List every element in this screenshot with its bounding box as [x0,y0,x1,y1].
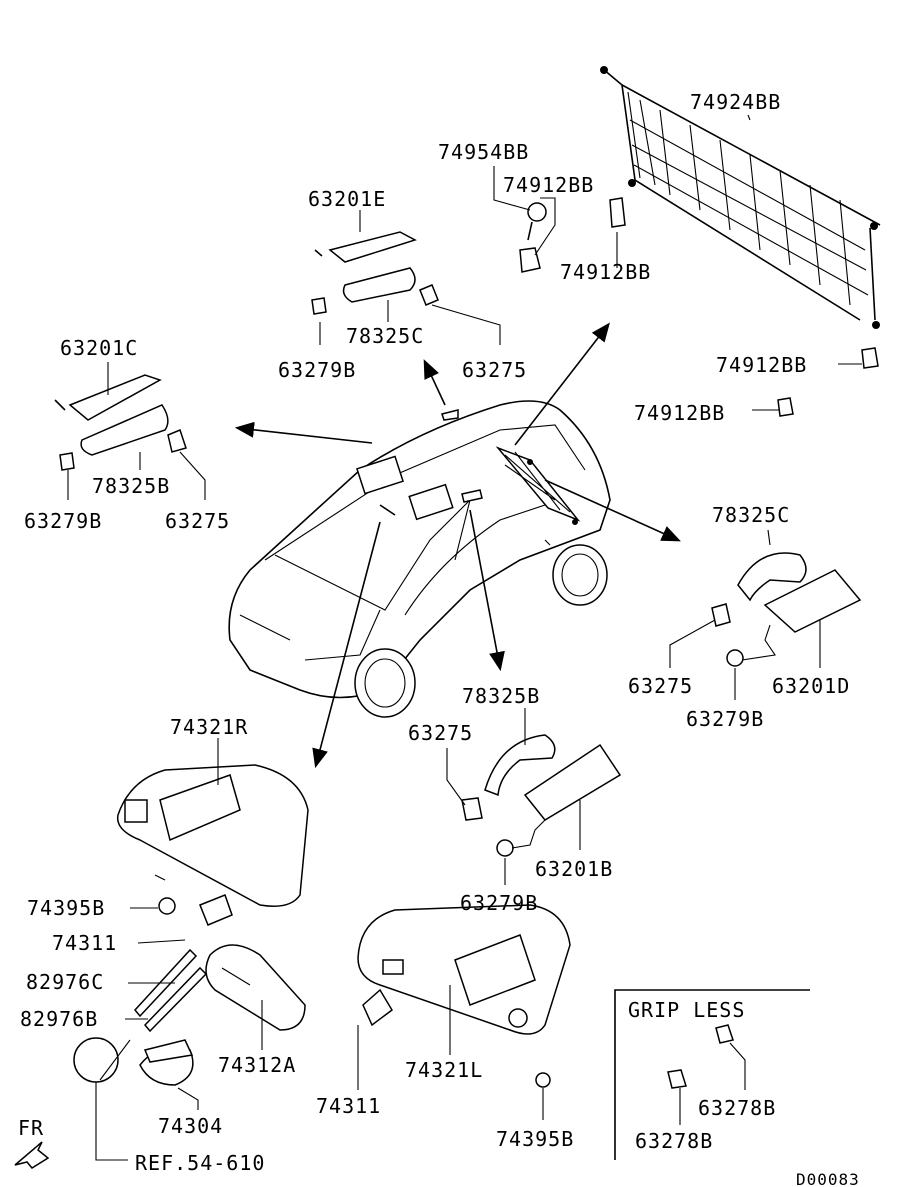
label-74321L: 74321L [405,1058,483,1082]
part-labels: 74924BB 74954BB 74912BB 74912BB 74912BB … [18,90,860,1187]
hook-clips [519,197,879,417]
label-74912BB-c: 74912BB [716,353,807,377]
diagram-code: D00083 [796,1170,860,1187]
label-63201D: 63201D [772,674,850,698]
grip-assembly-top [311,231,439,315]
label-63279B-mid: 63279B [460,891,538,915]
label-63278B-a: 63278B [698,1096,776,1120]
label-63275-mid: 63275 [408,721,473,745]
label-74395B-left: 74395B [27,896,105,920]
label-74954BB: 74954BB [438,140,529,164]
label-63275-right: 63275 [628,674,693,698]
grip-assembly-left [54,374,187,471]
car-body [228,400,611,718]
label-74912BB-b: 74912BB [560,260,651,284]
label-63201E: 63201E [308,187,386,211]
label-82976C: 82976C [26,970,104,994]
label-74912BB-d: 74912BB [634,401,725,425]
front-direction-arrow [14,1141,50,1169]
label-78325C-top: 78325C [346,324,424,348]
label-74311-bottom: 74311 [316,1094,381,1118]
label-78325B-mid: 78325B [462,684,540,708]
label-63201B: 63201B [535,857,613,881]
label-74312A: 74312A [218,1053,296,1077]
label-fr: FR [18,1116,44,1140]
cargo-net-assembly [600,66,881,329]
grip-less-box [614,989,810,1160]
label-74321R: 74321R [170,715,248,739]
sunvisor-left [357,904,571,1088]
label-63279B-top: 63279B [278,358,356,382]
label-63278B-b: 63278B [635,1129,713,1153]
label-grip-less: GRIP LESS [628,998,745,1022]
label-63279B-right: 63279B [686,707,764,731]
label-78325B-left: 78325B [92,474,170,498]
label-63275-left: 63275 [165,509,230,533]
label-ref: REF.54-610 [135,1151,265,1175]
label-74395B-bottom: 74395B [496,1127,574,1151]
pointer-arrows [234,322,681,769]
grip-assembly-middle [461,734,622,857]
label-63279B-left: 63279B [24,509,102,533]
sunvisor-right [116,764,309,926]
label-74311-left: 74311 [52,931,117,955]
label-63201C: 63201C [60,336,138,360]
label-74304: 74304 [158,1114,223,1138]
leader-lines [67,114,862,1161]
grip-assembly-right [711,552,862,667]
label-74924BB: 74924BB [690,90,781,114]
label-74912BB-a: 74912BB [503,173,594,197]
label-78325C-right: 78325C [712,503,790,527]
label-63275-top: 63275 [462,358,527,382]
label-82976B: 82976B [20,1007,98,1031]
